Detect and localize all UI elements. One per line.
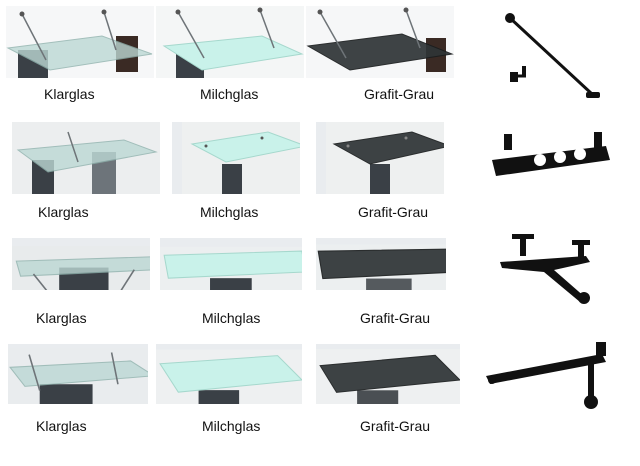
glass-label-clear: Klarglas <box>36 310 87 326</box>
canopy-thumb-graphite-row2[interactable] <box>316 122 444 194</box>
canopy-thumb-milk-row1[interactable] <box>156 6 304 78</box>
canopy-thumb-clear-row3[interactable] <box>12 238 150 290</box>
canopy-thumb-graphite-row4[interactable] <box>316 344 460 404</box>
glass-label-clear: Klarglas <box>44 86 95 102</box>
single-rod-bracket-icon[interactable] <box>492 8 612 108</box>
glass-label-graphite: Grafit-Grau <box>360 418 431 434</box>
canopy-thumb-clear-row4[interactable] <box>8 344 148 404</box>
canopy-thumb-clear-row1[interactable] <box>6 6 154 78</box>
glass-label-milk: Milchglas <box>202 310 261 326</box>
glass-label-milk: Milchglas <box>202 418 261 434</box>
canopy-thumb-milk-row4[interactable] <box>156 344 302 404</box>
canopy-thumb-graphite-row3[interactable] <box>316 238 446 290</box>
glass-label-milk: Milchglas <box>200 204 259 220</box>
glass-label-graphite: Grafit-Grau <box>360 310 431 326</box>
canopy-thumb-milk-row3[interactable] <box>160 238 302 290</box>
perforated-bracket-icon[interactable] <box>488 130 614 196</box>
glass-label-graphite: Grafit-Grau <box>364 86 435 102</box>
canopy-thumb-milk-row2[interactable] <box>172 122 300 194</box>
canopy-thumb-graphite-row1[interactable] <box>306 6 454 78</box>
canopy-thumb-clear-row2[interactable] <box>12 122 160 194</box>
glass-label-milk: Milchglas <box>200 86 259 102</box>
v-strut-bracket-icon[interactable] <box>494 230 600 310</box>
glass-label-clear: Klarglas <box>36 418 87 434</box>
bar-bracket-icon[interactable] <box>484 340 618 416</box>
glass-label-graphite: Grafit-Grau <box>358 204 429 220</box>
glass-label-clear: Klarglas <box>38 204 89 220</box>
